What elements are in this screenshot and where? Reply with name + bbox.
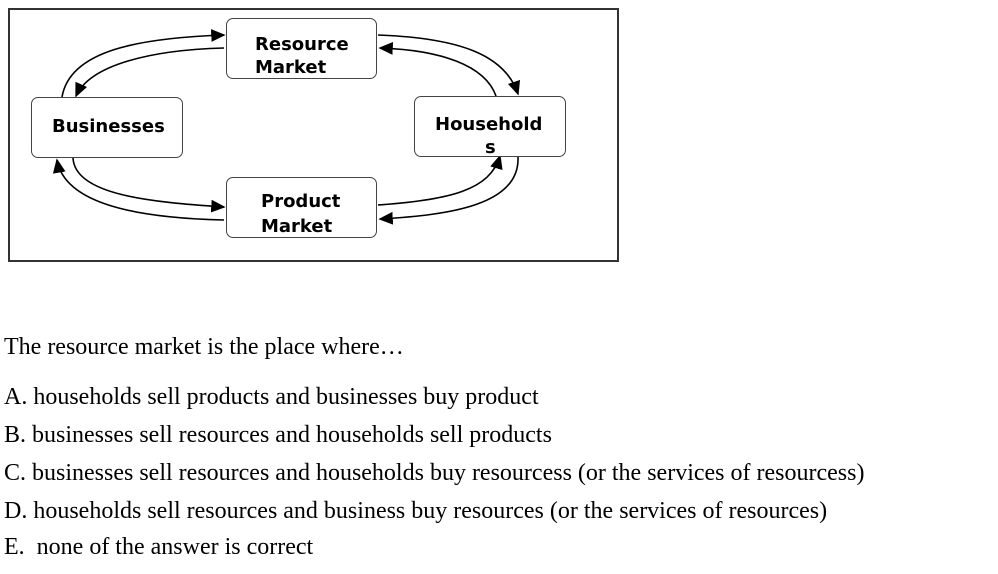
option-b[interactable]: B. businesses sell resources and househo… [4, 422, 552, 448]
resource-market-label-2: Market [255, 57, 327, 78]
households-label-1: Household [435, 114, 543, 135]
product-market-node: Product Market [226, 177, 377, 238]
resource-market-node: Resource Market [226, 18, 377, 79]
circular-flow-arrows [52, 29, 521, 225]
question-text: The resource market is the place where… [4, 334, 404, 360]
arrow-households-to-product [378, 156, 519, 225]
option-a[interactable]: A. households sell products and business… [4, 384, 539, 410]
arrow-households-to-resource [378, 42, 497, 97]
product-market-label-2: Market [261, 216, 333, 237]
businesses-label: Businesses [52, 116, 165, 137]
resource-market-label-1: Resource [255, 34, 349, 55]
option-c[interactable]: C. businesses sell resources and househo… [4, 460, 865, 486]
arrow-business-to-resource [61, 29, 226, 98]
arrow-resource-to-business [75, 47, 225, 98]
arrow-business-to-product [72, 157, 226, 213]
households-label-2: s [485, 137, 496, 158]
diagram-frame [8, 8, 619, 262]
arrow-resource-to-households [377, 34, 521, 96]
option-d[interactable]: D. households sell resources and busines… [4, 498, 828, 524]
businesses-node: Businesses [31, 97, 183, 158]
option-e[interactable]: E. none of the answer is correct [4, 534, 314, 560]
product-market-label-1: Product [261, 191, 341, 212]
arrow-product-to-business [52, 158, 225, 221]
households-node: Household s [414, 96, 566, 158]
arrow-product-to-households [377, 154, 503, 206]
